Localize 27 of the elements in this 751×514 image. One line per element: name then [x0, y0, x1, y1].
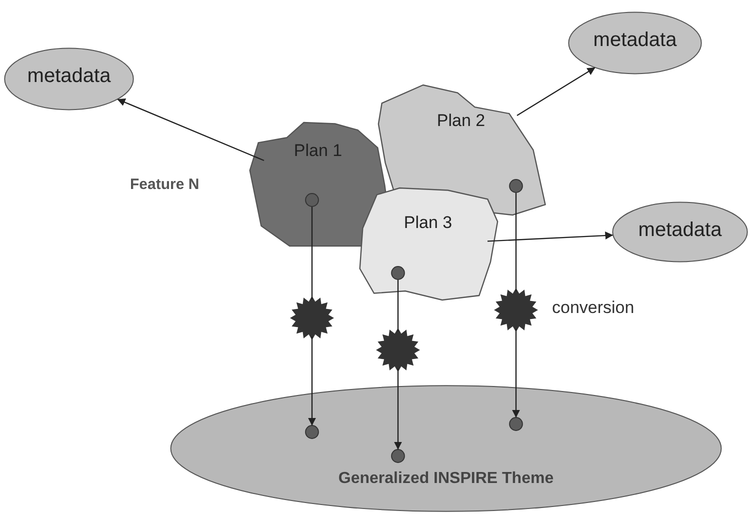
conversion-label: conversion — [552, 298, 634, 318]
arrow — [117, 98, 264, 162]
plan-area — [357, 188, 499, 300]
conversion-star — [494, 288, 538, 332]
metadata-ellipse — [4, 48, 134, 110]
plan-label: Plan 2 — [436, 111, 486, 131]
metadata-label: metadata — [593, 29, 677, 52]
connector-line — [397, 280, 399, 332]
feature-label: Feature N — [130, 176, 200, 193]
metadata-ellipse — [612, 202, 748, 262]
metadata-label: metadata — [27, 65, 111, 88]
connector-line — [515, 193, 517, 292]
theme-label: Generalized INSPIRE Theme — [338, 470, 554, 488]
arrow — [516, 67, 596, 116]
connector-line — [311, 207, 313, 300]
arrow — [308, 336, 316, 426]
plan-label: Plan 3 — [404, 212, 452, 233]
conversion-star — [376, 328, 420, 372]
arrow — [512, 328, 520, 418]
plan-area — [247, 120, 389, 246]
metadata-label: metadata — [638, 218, 722, 242]
arrow — [487, 232, 614, 242]
conversion-star — [290, 296, 334, 340]
metadata-ellipse — [568, 12, 702, 74]
arrow — [394, 368, 402, 450]
theme-ellipse — [168, 385, 724, 512]
plan-label: Plan 1 — [294, 141, 342, 162]
